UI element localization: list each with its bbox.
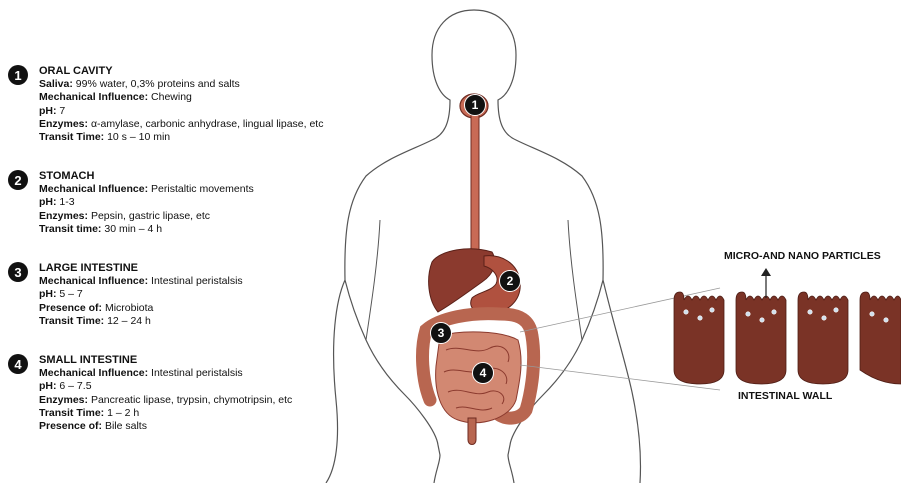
badge-large-intestine: 3 <box>430 322 452 344</box>
villus-block <box>736 292 786 384</box>
rectum <box>468 418 476 445</box>
badge-oral-cavity: 1 <box>464 94 486 116</box>
villus-block <box>674 292 724 384</box>
intestinal-wall <box>674 292 901 384</box>
villus-block <box>798 292 848 384</box>
label-intestinal-wall: INTESTINAL WALL <box>738 390 832 402</box>
esophagus <box>471 114 479 255</box>
badge-small-intestine: 4 <box>472 362 494 384</box>
arm-inner-line-right <box>568 220 582 340</box>
label-micro-nano-particles: MICRO-AND NANO PARTICLES <box>724 250 881 262</box>
villus-block <box>860 292 901 384</box>
arm-inner-line-left <box>366 220 380 340</box>
particles-arrowhead <box>761 268 771 276</box>
badge-stomach: 2 <box>499 270 521 292</box>
